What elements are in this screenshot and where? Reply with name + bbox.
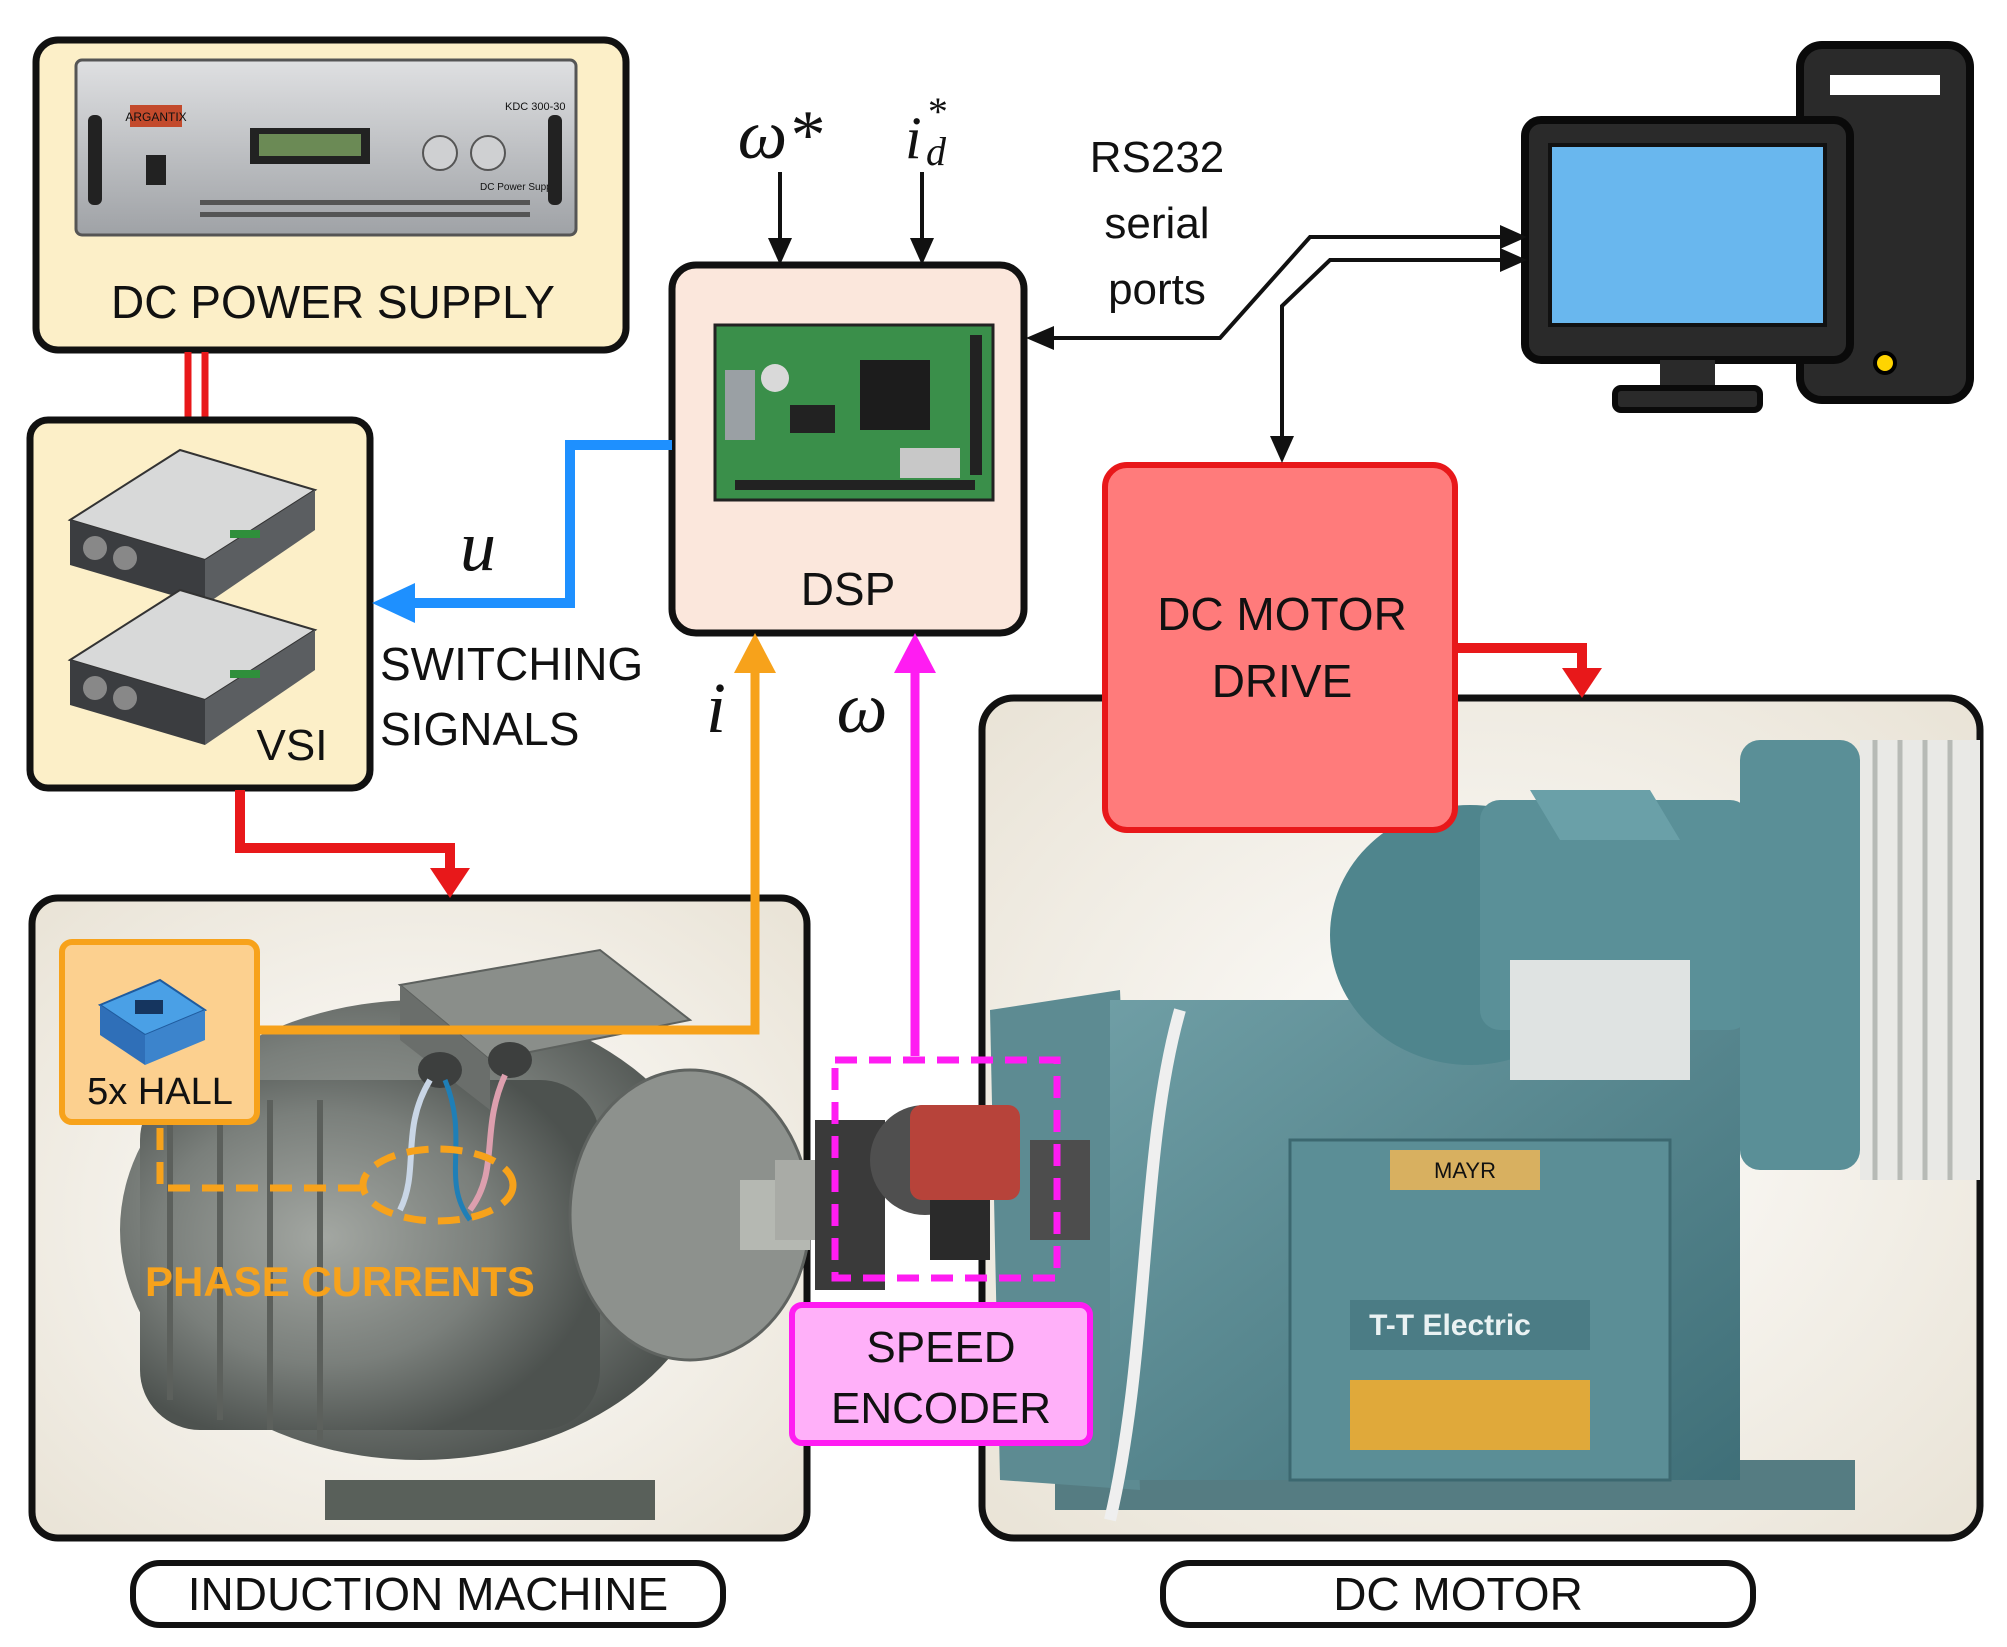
vsi-label: VSI (257, 721, 328, 770)
rs232-label-line1: RS232 (1090, 133, 1225, 182)
dc-power-supply-photo: ARGANTIX KDC 300-30 DC Power Supply (74, 58, 578, 237)
current-reference-symbol: i d * (905, 89, 947, 174)
dc-power-supply-block: ARGANTIX KDC 300-30 DC Power Supply DC P… (32, 36, 630, 354)
current-reference-superscript: * (926, 89, 946, 134)
drive-to-motor-power-arrow (1456, 643, 1602, 698)
vsi-to-machine-power-arrow (235, 790, 470, 898)
phase-currents-label: PHASE CURRENTS (145, 1258, 535, 1305)
psu-type-label: DC Power Supply (480, 182, 559, 193)
dc-bus-wires (184, 352, 209, 422)
dsp-board-photo (713, 323, 995, 502)
switching-signals-label-line1: SWITCHING (380, 638, 643, 690)
dsp-label: DSP (801, 563, 896, 615)
control-input-symbol: u (460, 506, 496, 586)
dc-power-supply-label: DC POWER SUPPLY (111, 276, 555, 328)
vsi-photo-bottom (67, 588, 318, 745)
rs232-label-line3: ports (1108, 265, 1206, 314)
current-feedback-symbol: i (706, 668, 726, 748)
switching-signals-label-line2: SIGNALS (380, 703, 579, 755)
dc-motor-panel: T-T Electric MAYR DC MOTOR DRIVE (978, 462, 1984, 1542)
hall-sensor-label: 5x HALL (87, 1071, 233, 1113)
vsi-block: VSI (26, 416, 374, 792)
speed-encoder-marker (831, 1056, 1061, 1282)
speed-encoder-label-line2: ENCODER (831, 1384, 1051, 1433)
dc-motor-drive-block: DC MOTOR DRIVE (1102, 462, 1458, 833)
current-reference-subscript: d (926, 129, 947, 174)
dc-motor-drive-label-line2: DRIVE (1212, 655, 1353, 707)
speed-reference-symbol: ω* (738, 97, 822, 174)
current-reference-base: i (905, 105, 922, 171)
speed-encoder-block: SPEED ENCODER (789, 1302, 1093, 1446)
speed-feedback-symbol: ω (837, 668, 888, 748)
switching-signals-arrow (372, 440, 672, 623)
induction-machine-photo (120, 948, 812, 1520)
dsp-block: DSP (668, 261, 1028, 637)
speed-encoder-label-line1: SPEED (866, 1323, 1015, 1372)
phase-currents-marker (156, 1128, 517, 1225)
computer-icon (1521, 41, 1974, 413)
dc-motor-drive-label-line1: DC MOTOR (1157, 588, 1407, 640)
rs232-arrowheads (1026, 225, 1527, 463)
brake-brand-label: MAYR (1434, 1158, 1496, 1183)
speed-feedback-arrow (894, 633, 936, 1056)
psu-model-label: KDC 300-30 (505, 101, 566, 113)
vsi-photo-top (67, 448, 318, 605)
induction-machine-caption: INDUCTION MACHINE (130, 1560, 726, 1628)
hall-sensor-icon (97, 978, 208, 1065)
rs232-links (1050, 235, 1505, 440)
hall-sensor-block: 5x HALL (59, 939, 260, 1125)
induction-machine-panel: 5x HALL PHASE CURRENTS (28, 894, 812, 1542)
current-reference-arrow (910, 172, 934, 265)
speed-reference-arrow (768, 172, 792, 265)
current-feedback-arrow (258, 633, 776, 1035)
dc-motor-caption: DC MOTOR (1160, 1560, 1756, 1628)
rs232-label-line2: serial (1104, 199, 1209, 248)
psu-brand-label: ARGANTIX (125, 110, 186, 124)
motor-brand-label: T-T Electric (1369, 1309, 1531, 1342)
dc-motor-photo: T-T Electric MAYR (990, 740, 1980, 1522)
